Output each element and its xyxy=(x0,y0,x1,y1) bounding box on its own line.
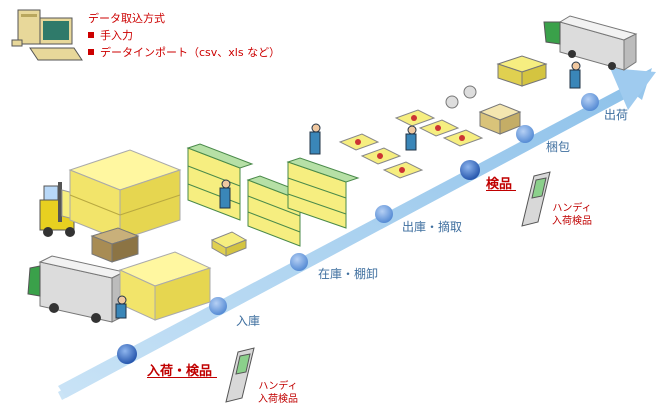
legend-item: データインポート（csv、xls など） xyxy=(88,44,280,61)
step-node-receiving xyxy=(117,344,137,364)
legend-title: データ取込方式 xyxy=(88,12,165,25)
bullet-square-icon xyxy=(88,32,94,38)
brown-boxes-icon xyxy=(90,227,140,263)
step-label-receiving: 入荷・検品 xyxy=(147,364,213,379)
handy-label-line: ハンディ xyxy=(258,381,298,392)
data-import-legend: データ取込方式 手入力 データインポート（csv、xls など） xyxy=(88,10,280,61)
computer-icon xyxy=(11,9,83,61)
legend-item: 手入力 xyxy=(88,27,280,44)
step-label-inventory: 在庫・棚卸 xyxy=(318,267,379,281)
handheld-terminal-icon xyxy=(521,171,551,227)
step-node-inventory xyxy=(290,253,308,271)
step-node-putaway xyxy=(209,297,227,315)
pallet-stack-small xyxy=(118,251,212,321)
handheld-terminal-icon xyxy=(225,347,255,403)
handy-label-line: 入荷検品 xyxy=(552,216,592,227)
step-node-packing xyxy=(516,125,534,143)
process-arrow xyxy=(58,68,656,400)
underline xyxy=(486,190,516,191)
step-node-picking xyxy=(375,205,393,223)
step-node-shipping xyxy=(581,93,599,111)
step-nodes xyxy=(117,93,599,364)
packing-items-icon xyxy=(445,55,548,135)
handy-label: ハンディ 入荷検品 xyxy=(258,380,298,406)
step-label-picking: 出庫・摘取 xyxy=(402,220,463,234)
pallet-stack-large xyxy=(68,149,182,241)
legend-item-label: データインポート（csv、xls など） xyxy=(100,46,281,59)
handy-label-line: 入荷検品 xyxy=(258,394,298,405)
bullet-square-icon xyxy=(88,49,94,55)
step-node-inspection xyxy=(460,160,480,180)
step-label-shipping: 出荷 xyxy=(604,108,629,122)
step-label-packing: 梱包 xyxy=(546,140,571,154)
worker-icons xyxy=(115,61,581,319)
step-label-putaway: 入庫 xyxy=(236,314,261,328)
shipping-truck-icon xyxy=(543,15,638,71)
step-label-inspection: 検品 xyxy=(486,177,513,192)
handy-label-line: ハンディ xyxy=(552,203,592,214)
picking-trays-icon xyxy=(338,109,484,179)
tray-box-icon xyxy=(210,231,248,257)
receiving-truck-icon xyxy=(27,255,126,323)
shelving-rack-icon xyxy=(186,143,360,247)
underline xyxy=(147,377,217,378)
handy-label: ハンディ 入荷検品 xyxy=(552,202,592,228)
legend-item-label: 手入力 xyxy=(100,29,133,42)
